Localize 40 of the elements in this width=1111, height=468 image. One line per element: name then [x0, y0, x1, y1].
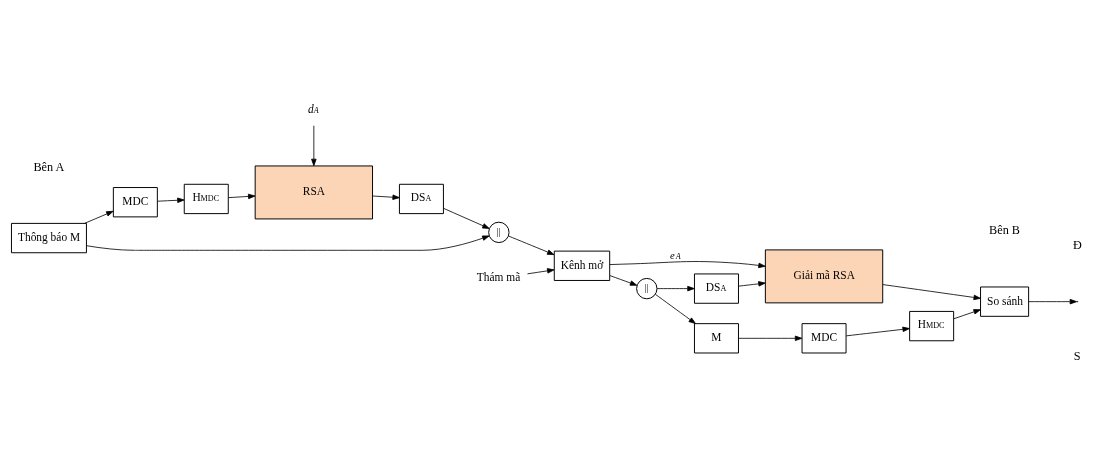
- node-text: dA: [308, 103, 319, 116]
- node-box: Kênh mở: [553, 250, 611, 281]
- arrow: [609, 261, 766, 269]
- node-box: DSA: [398, 183, 444, 215]
- node-box: HMDC: [183, 183, 229, 215]
- arrow: [609, 275, 638, 286]
- arrow: [86, 235, 490, 251]
- edge-label: eA: [670, 249, 681, 261]
- node-box: Thông báo M: [11, 222, 87, 254]
- arrow: [656, 285, 695, 292]
- arrow: [157, 197, 185, 203]
- node-box: HMDC: [909, 310, 955, 342]
- arrow: [882, 284, 981, 301]
- arrow: [311, 125, 317, 167]
- arrow: [953, 309, 981, 320]
- arrow: [372, 194, 400, 200]
- arrow: [527, 268, 555, 275]
- node-box: MDC: [112, 187, 158, 218]
- arrow: [738, 335, 803, 342]
- node-circle: ||: [636, 277, 658, 300]
- arrow: [1028, 298, 1078, 305]
- node-box: Giải mã RSA: [764, 249, 884, 304]
- label: Đ: [1073, 238, 1082, 253]
- label: S: [1073, 348, 1081, 363]
- node-box: So sánh: [980, 286, 1030, 317]
- node-circle: ||: [488, 221, 510, 244]
- arrow: [228, 193, 256, 200]
- node-box: RSA: [254, 165, 373, 220]
- node-text: Thám mã: [476, 271, 521, 284]
- node-box: MDC: [801, 323, 847, 354]
- arrow: [84, 210, 114, 224]
- arrow: [443, 208, 490, 229]
- arrow: [508, 235, 555, 256]
- arrow: [655, 293, 696, 324]
- node-box: DSA: [693, 273, 739, 304]
- label: Bên A: [33, 159, 65, 174]
- arrow: [845, 326, 910, 337]
- label: Bên B: [989, 223, 1020, 238]
- node-box: M: [693, 323, 739, 354]
- arrow: [738, 281, 766, 287]
